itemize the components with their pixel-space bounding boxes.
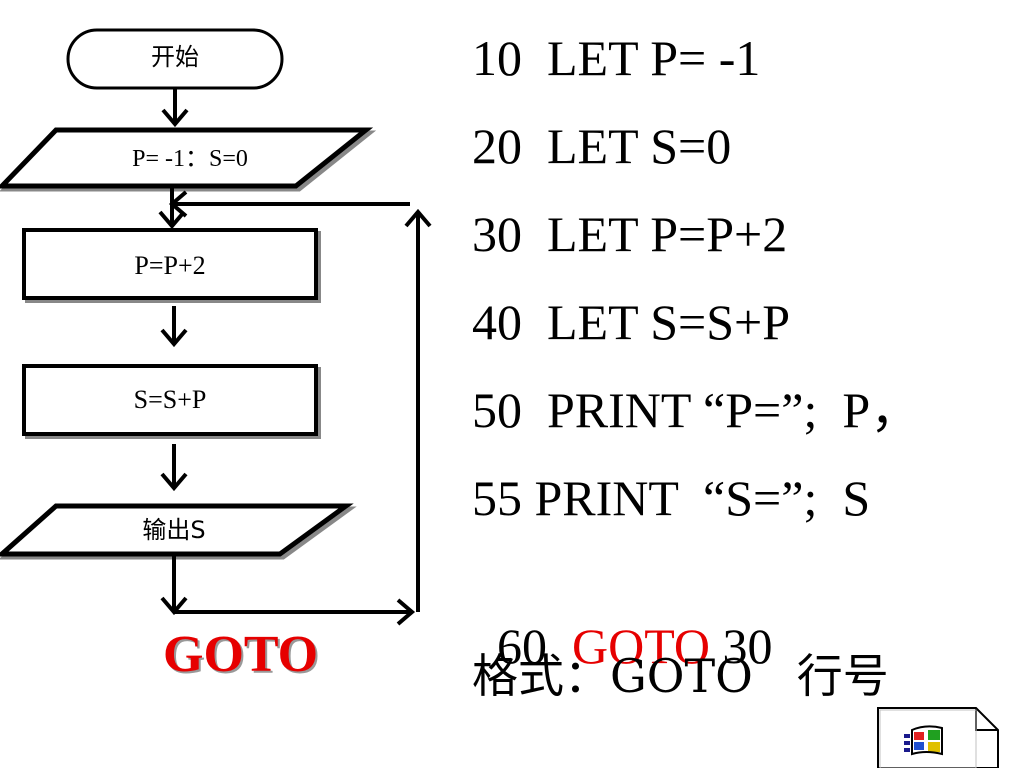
- line60-target: 30: [709, 618, 773, 674]
- step2-node: S=S+P: [22, 364, 318, 436]
- step1-node: P=P+2: [22, 228, 318, 300]
- arrow-step1-step2: [160, 306, 188, 348]
- code-line-30: 30 LET P=P+2: [472, 206, 788, 262]
- start-node: 开始: [66, 28, 284, 90]
- output-label: 输出S: [142, 516, 205, 544]
- flowchart: 开始 P= -1：S=0 P=P+2 S=S+P 输出S: [0, 28, 432, 626]
- code-line-55: 55 PRINT “S=”; S: [472, 470, 871, 526]
- line60-number: 60: [497, 618, 572, 674]
- step1-label: P=P+2: [134, 251, 205, 280]
- format-line: 格式：GOTO 行号: [472, 649, 889, 703]
- loop-arrow: [160, 190, 432, 626]
- code-line-20: 20 LET S=0: [472, 118, 732, 174]
- step2-label: S=S+P: [134, 385, 207, 414]
- code-line-10: 10 LET P= -1: [472, 30, 761, 86]
- arrow-step2-output: [160, 444, 188, 492]
- init-label: P= -1：S=0: [132, 146, 248, 172]
- output-node: 输出S: [0, 503, 354, 557]
- code-line-60: 60 GOTO 30: [472, 556, 772, 676]
- document-icon[interactable]: [876, 706, 1000, 768]
- arrow-start-init: [161, 88, 189, 128]
- code-line-40: 40 LET S=S+P: [472, 294, 791, 350]
- line60-goto-keyword: GOTO: [572, 618, 710, 674]
- code-line-50: 50 PRINT “P=”; P，: [472, 382, 921, 438]
- windows-flag-icon: [904, 725, 943, 756]
- goto-label: GOTO: [163, 626, 319, 683]
- init-node: P= -1：S=0: [0, 127, 374, 189]
- start-label: 开始: [151, 43, 199, 71]
